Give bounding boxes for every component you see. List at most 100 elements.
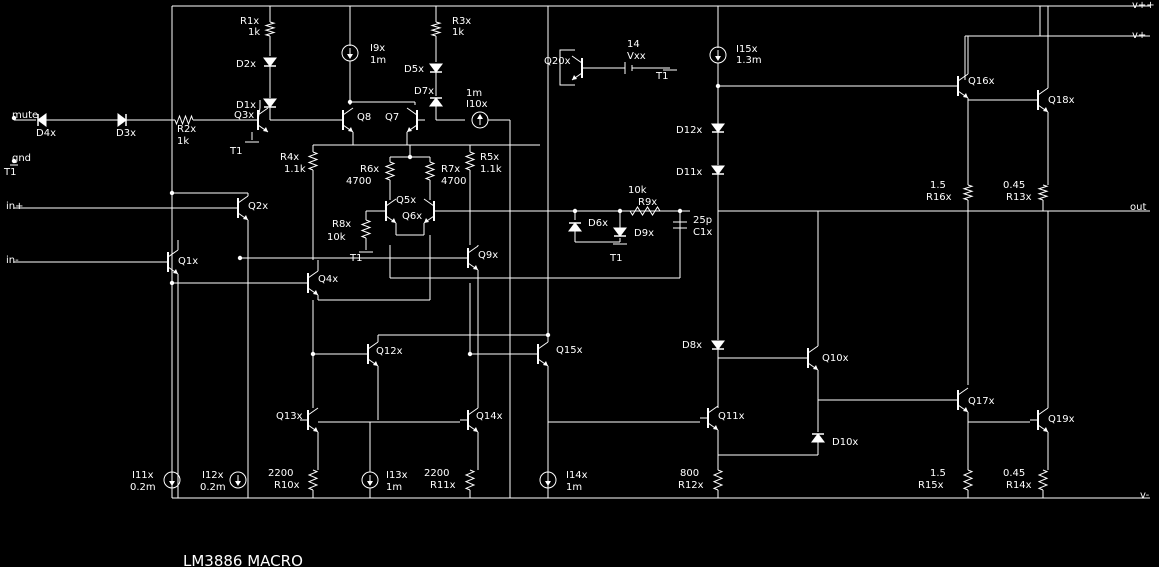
label-i14v: 1m [566,482,582,493]
wire [559,49,575,86]
label-i10: I10x [466,99,488,110]
q3-transistor [250,107,269,133]
label-d10: D10x [832,437,858,448]
r8-resistor [360,219,372,239]
q8-transistor [335,107,354,133]
label-d2: D2x [236,59,256,70]
port-vp: v+ [1132,30,1146,41]
label-i13v: 1m [386,482,402,493]
label-r2v: 1k [177,136,189,147]
label-q17: Q17x [968,396,995,407]
d5-diode [429,63,443,73]
label-d11: D11x [676,167,702,178]
label-q2: Q2x [248,201,268,212]
label-d6: D6x [588,218,608,229]
port-out: out [1130,202,1146,213]
diagram-title: LM3886 MACRO [183,552,303,567]
label-r12: R12x [678,480,704,491]
label-r7: R7x [441,164,460,175]
junction-dot [677,208,683,214]
label-r8v: 10k [327,232,346,243]
port-in-minus: in- [6,255,19,266]
q10-transistor [800,345,819,371]
label-q1: Q1x [178,256,198,267]
r9-resistor [629,206,661,216]
label-t1b: T1 [655,71,668,82]
label-i13: I13x [386,470,408,481]
d11-diode [711,165,725,175]
q14-transistor [460,407,479,433]
label-q20: Q20x [544,56,571,67]
label-d9: D9x [634,228,654,239]
q15-transistor [530,341,549,367]
label-r5: R5x [480,152,499,163]
label-r6: R6x [360,164,379,175]
label-q7: Q7 [385,112,399,123]
q1-transistor [160,249,179,275]
junction-dot [310,351,316,357]
label-i12v: 0.2m [200,482,226,493]
q4-transistor [300,270,319,296]
label-r6v: 4700 [346,176,371,187]
i12-current-source [229,471,247,489]
junction-dot [715,83,721,89]
r1-resistor [264,21,276,37]
r11-resistor [464,469,476,491]
label-r14v: 0.45 [1003,468,1025,479]
label-i10v: 1m [466,88,482,99]
label-d12: D12x [676,125,702,136]
q9-transistor [460,245,479,271]
junction-dot [237,255,243,261]
d12-diode [711,123,725,133]
junction-dot [617,208,623,214]
label-q14: Q14x [476,411,503,422]
components [11,21,1049,491]
label-r4: R4x [280,152,299,163]
r16-resistor [962,184,974,201]
label-q18: Q18x [1048,95,1075,106]
q18-transistor [1030,87,1049,113]
label-q13: Q13x [276,411,303,422]
label-r15v: 1.5 [930,468,946,479]
d9-diode [613,227,627,237]
i15-current-source [709,46,727,64]
q11-transistor [700,405,719,431]
r5-resistor [464,151,476,171]
label-i9v: 1m [370,55,386,66]
label-d8: D8x [682,340,702,351]
label-q19: Q19x [1048,414,1075,425]
label-r11v: 2200 [424,468,449,479]
r7-resistor [424,161,436,181]
q19-transistor [1030,407,1049,433]
label-q15: Q15x [556,345,583,356]
d2-diode [263,57,277,67]
label-d1: D1x [236,100,256,111]
d6-diode [568,222,582,232]
label-r8: R8x [332,219,351,230]
label-i11: I11x [132,470,154,481]
r3-resistor [430,21,442,37]
label-r9: R9x [638,197,657,208]
label-q9: Q9x [478,250,498,261]
i10-current-source [471,111,489,129]
label-d3: D3x [116,128,136,139]
r10-resistor [307,469,319,491]
q6-transistor [423,198,442,224]
r12-resistor [712,469,724,491]
label-r3: R3x [452,16,471,27]
label-r2: R2x [177,124,196,135]
r2-resistor [174,114,194,126]
junction-dot [572,208,578,214]
q16-transistor [950,73,969,99]
label-r13: R13x [1006,192,1032,203]
d10-diode [811,433,825,443]
label-t1c: T1 [349,253,362,264]
label-r1v: 1k [248,27,260,38]
junction-dot [11,158,17,164]
label-q3: Q3x [234,110,254,121]
junction-dot [11,115,17,121]
port-gnd-t1: T1 [3,167,16,178]
label-q8: Q8 [357,112,371,123]
label-r12v: 800 [680,468,699,479]
